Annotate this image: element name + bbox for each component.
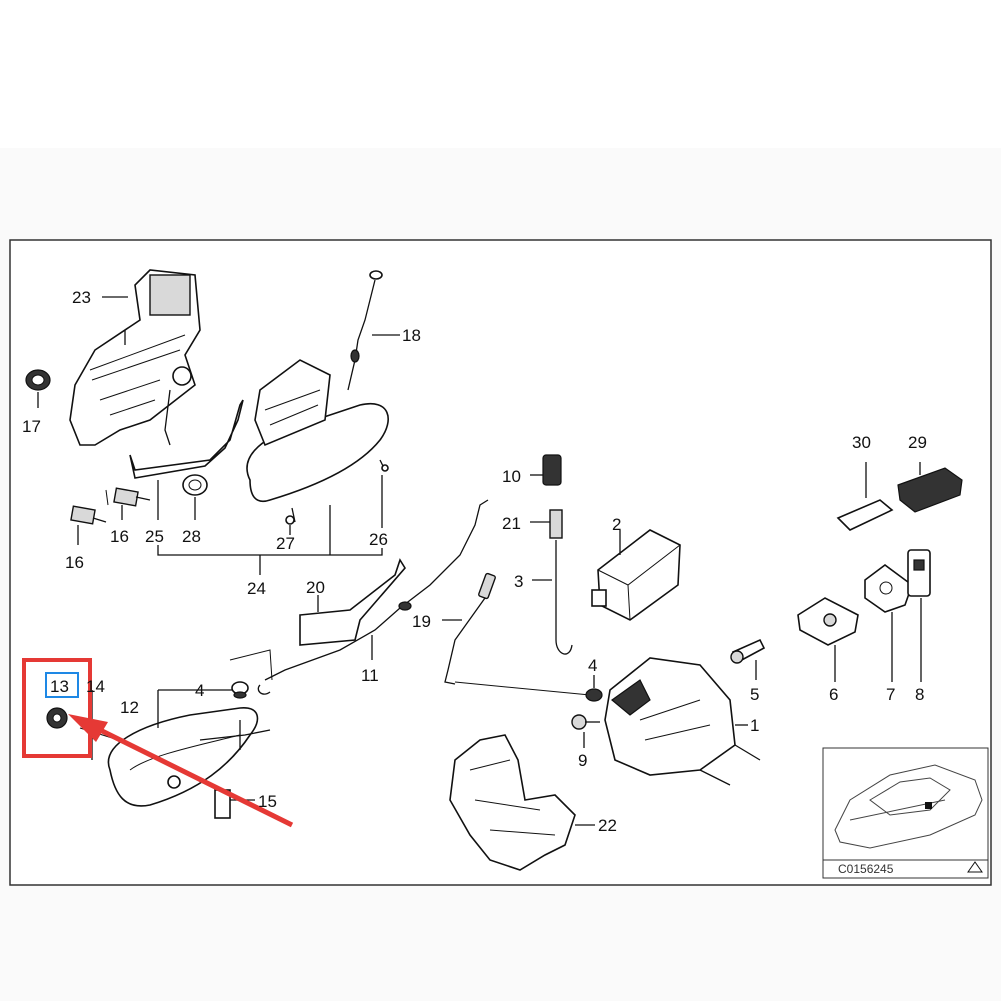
part-9-screw bbox=[571, 714, 600, 748]
part-21-bushing bbox=[530, 509, 563, 539]
part-25-rod bbox=[129, 399, 244, 520]
callout-4-left: 4 bbox=[195, 681, 204, 700]
callout-13-box bbox=[45, 672, 79, 698]
callout-13: 13 bbox=[50, 677, 69, 696]
callout-16-lower: 16 bbox=[65, 553, 84, 572]
callout-14: 14 bbox=[86, 677, 105, 696]
part-12-outer-handle bbox=[107, 689, 271, 819]
part-29-connector bbox=[897, 462, 963, 513]
callout-20: 20 bbox=[306, 578, 325, 597]
part-23-inner-handle-carrier bbox=[69, 269, 201, 446]
leader-24-bracket bbox=[157, 505, 383, 575]
part-7-plate bbox=[864, 564, 913, 682]
callout-23: 23 bbox=[72, 288, 91, 307]
part-4-grommet-left bbox=[229, 649, 273, 699]
callout-11: 11 bbox=[361, 666, 379, 685]
outer-door-handle bbox=[246, 359, 389, 525]
part-28-seal bbox=[182, 474, 208, 520]
part-1-door-lock bbox=[604, 657, 761, 786]
callout-28: 28 bbox=[182, 527, 201, 546]
part-4-grommet-right bbox=[585, 675, 603, 702]
callout-4-right: 4 bbox=[588, 656, 597, 675]
callout-27: 27 bbox=[276, 534, 295, 553]
callout-21: 21 bbox=[502, 514, 521, 533]
callout-29: 29 bbox=[908, 433, 927, 452]
part-19-link bbox=[454, 681, 591, 696]
callout-10: 10 bbox=[502, 467, 521, 486]
callout-12: 12 bbox=[120, 698, 139, 717]
callout-19: 19 bbox=[412, 612, 431, 631]
part-11-cable bbox=[257, 499, 489, 695]
part-22-lock-cover bbox=[449, 734, 595, 871]
part-8-shim bbox=[907, 549, 931, 682]
part-16-screw-lower bbox=[70, 489, 109, 545]
callout-26: 26 bbox=[369, 530, 388, 549]
highlight-box bbox=[22, 658, 92, 758]
callout-24: 24 bbox=[247, 579, 266, 598]
part-6-striker bbox=[797, 597, 859, 682]
callout-25: 25 bbox=[145, 527, 164, 546]
inset-code: C0156245 bbox=[838, 862, 894, 876]
part-30-pin bbox=[836, 462, 894, 531]
callout-22: 22 bbox=[598, 816, 617, 835]
part-3-rod bbox=[532, 540, 573, 655]
callout-16-upper: 16 bbox=[110, 527, 129, 546]
callout-9: 9 bbox=[578, 751, 587, 770]
callout-8: 8 bbox=[915, 685, 924, 704]
callout-3: 3 bbox=[514, 572, 523, 591]
callout-18: 18 bbox=[402, 326, 421, 345]
part-2-actuator bbox=[591, 529, 681, 621]
part-17-grommet bbox=[25, 369, 51, 408]
callout-1: 1 bbox=[750, 716, 759, 735]
callout-15: 15 bbox=[258, 792, 277, 811]
callout-2: 2 bbox=[612, 515, 621, 534]
part-5-screw bbox=[730, 638, 766, 680]
callout-7: 7 bbox=[886, 685, 895, 704]
inset-car-view bbox=[822, 747, 989, 879]
part-13-nut bbox=[46, 707, 68, 729]
callout-17: 17 bbox=[22, 417, 41, 436]
part-20-bracket bbox=[299, 558, 406, 646]
callout-5: 5 bbox=[750, 685, 759, 704]
highlight-arrow bbox=[68, 714, 294, 828]
part-18-cable bbox=[347, 270, 400, 391]
part-19-rod bbox=[442, 572, 496, 685]
part-16-screw-upper bbox=[113, 487, 151, 520]
part-10-clip bbox=[530, 454, 562, 486]
callout-30: 30 bbox=[852, 433, 871, 452]
callout-6: 6 bbox=[829, 685, 838, 704]
